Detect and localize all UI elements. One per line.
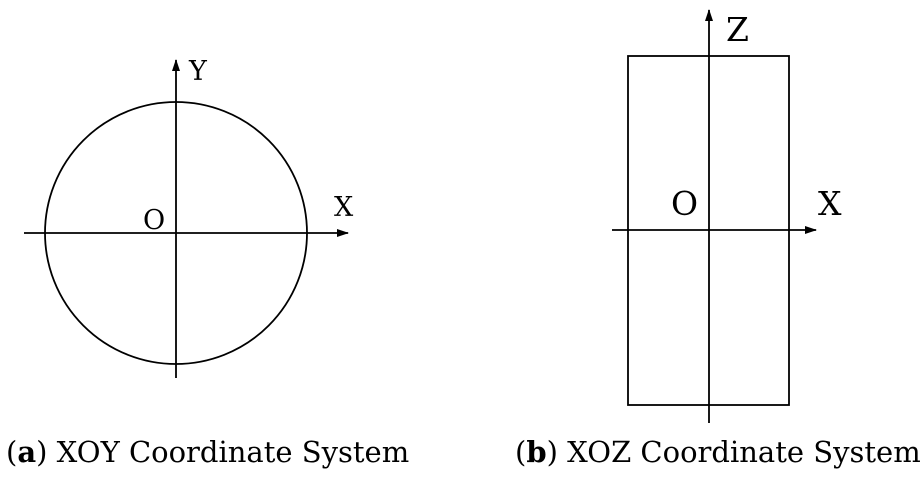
y-axis-label-a: Y xyxy=(189,56,207,87)
panel-a-xoy xyxy=(24,59,349,378)
caption-b-close: ) xyxy=(546,435,558,469)
caption-b: (b) XOZ Coordinate System xyxy=(515,438,921,467)
caption-a-text: XOY Coordinate System xyxy=(47,435,410,469)
origin-label-a: O xyxy=(143,205,166,236)
caption-a-close: ) xyxy=(36,435,48,469)
x-axis-label-b: X xyxy=(818,184,842,223)
caption-a: (a) XOY Coordinate System xyxy=(6,438,409,467)
panel-b-xoz xyxy=(612,9,817,423)
caption-b-text: XOZ Coordinate System xyxy=(557,435,921,469)
caption-b-open: ( xyxy=(515,435,527,469)
caption-a-open: ( xyxy=(6,435,18,469)
origin-label-b: O xyxy=(671,184,699,223)
x-axis-label-a: X xyxy=(334,192,354,223)
z-axis-label-b: Z xyxy=(726,10,749,49)
caption-a-letter: a xyxy=(17,435,37,469)
caption-b-letter: b xyxy=(526,435,547,469)
